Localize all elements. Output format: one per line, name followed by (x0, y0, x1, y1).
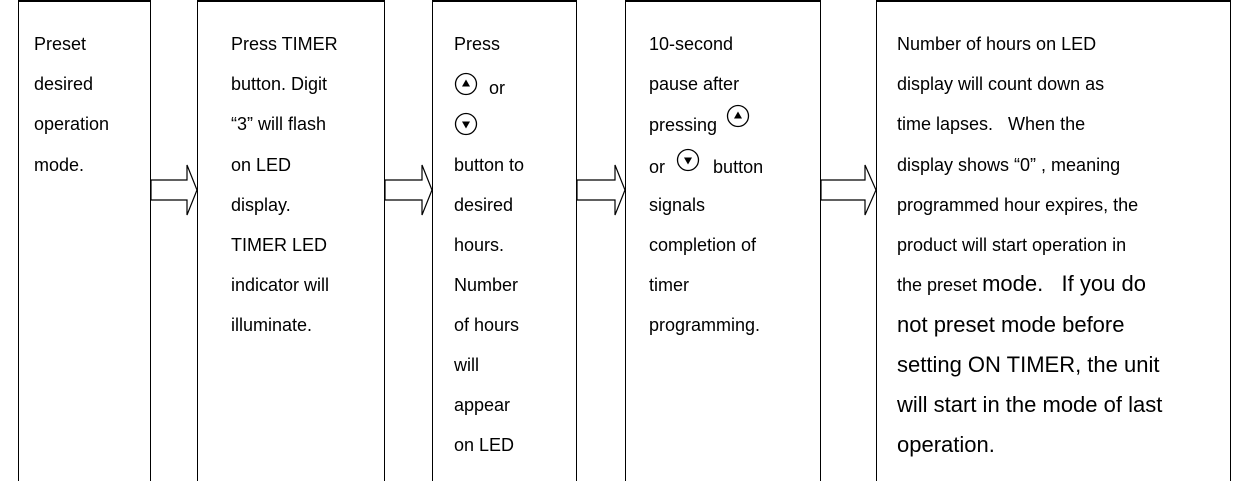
step-4-button-label: button (713, 156, 764, 177)
step-3-line: of hours (454, 315, 520, 335)
step-5-line: product will start operation in (897, 235, 1127, 255)
step-box-4: 10-second pause after pressing or button… (625, 0, 821, 481)
step-1-line: operation (34, 114, 110, 134)
step-1-line: desired (34, 74, 94, 94)
step-5-line: display shows “0” , meaning (897, 155, 1121, 175)
step-4-line: timer (649, 275, 689, 295)
step-2-line: TIMER LED (231, 235, 328, 255)
step-3-up-row: or (454, 72, 506, 98)
step-1-line: mode. (34, 155, 85, 175)
step-3-or-label: or (489, 77, 506, 98)
down-arrow-button-icon (454, 112, 478, 136)
step-2-line: display. (231, 195, 291, 215)
step-1-line: Preset (34, 34, 87, 54)
step-box-1: Preset desired operation mode. (18, 0, 151, 481)
step-box-5: Number of hours on LED display will coun… (876, 0, 1231, 481)
step-5-line: time lapses. When the (897, 114, 1086, 134)
step-5-line: will start in the mode of last (897, 392, 1163, 417)
step-2-line: indicator will (231, 275, 330, 295)
step-5-line: operation. (897, 432, 995, 457)
step-3-line: appear (454, 395, 511, 415)
step-3-line: will (454, 355, 479, 375)
step-3-line: hours. (454, 235, 505, 255)
step-2-line: on LED (231, 155, 292, 175)
step-5-line: setting ON TIMER, the unit (897, 352, 1160, 377)
step-4-line: programming. (649, 315, 761, 335)
step-4-pressing-label: pressing (649, 114, 718, 135)
step-5-line: not preset mode before (897, 312, 1125, 337)
step-4-line: completion of (649, 235, 757, 255)
step-2-line: button. Digit (231, 74, 328, 94)
step-3-down-row (454, 112, 478, 136)
step-4-pressing-row: pressing (649, 104, 750, 135)
step-box-2: Press TIMER button. Digit “3” will flash… (197, 0, 385, 481)
step-5-mixed-line: the preset mode. If you do (897, 272, 1146, 296)
step-4-or-row: or button (649, 148, 764, 177)
right-arrow-icon (385, 164, 433, 216)
step-4-line: 10-second (649, 34, 734, 54)
step-5-line: display will count down as (897, 74, 1105, 94)
step-5-line: Number of hours on LED (897, 34, 1097, 54)
step-2-line: illuminate. (231, 315, 313, 335)
step-3-line: desired (454, 195, 514, 215)
up-arrow-button-icon (726, 104, 750, 128)
step-5-small-text: the preset (897, 275, 978, 295)
step-3-line: Press (454, 34, 501, 54)
step-4-or-label: or (649, 156, 666, 177)
step-3-line: Number (454, 275, 519, 295)
step-4-line: pause after (649, 74, 740, 94)
step-3-line: button to (454, 155, 525, 175)
up-arrow-button-icon (454, 72, 478, 96)
step-2-line: “3” will flash (231, 114, 327, 134)
step-box-3: Press or button to desired hours. Number… (432, 0, 577, 481)
down-arrow-button-icon (676, 148, 700, 172)
step-2-line: Press TIMER (231, 34, 338, 54)
right-arrow-icon (151, 164, 198, 216)
step-4-line: signals (649, 195, 706, 215)
right-arrow-icon (821, 164, 877, 216)
step-3-line: on LED (454, 435, 515, 455)
step-5-big-text: mode. If you do (982, 271, 1146, 296)
right-arrow-icon (577, 164, 626, 216)
step-5-line: programmed hour expires, the (897, 195, 1139, 215)
